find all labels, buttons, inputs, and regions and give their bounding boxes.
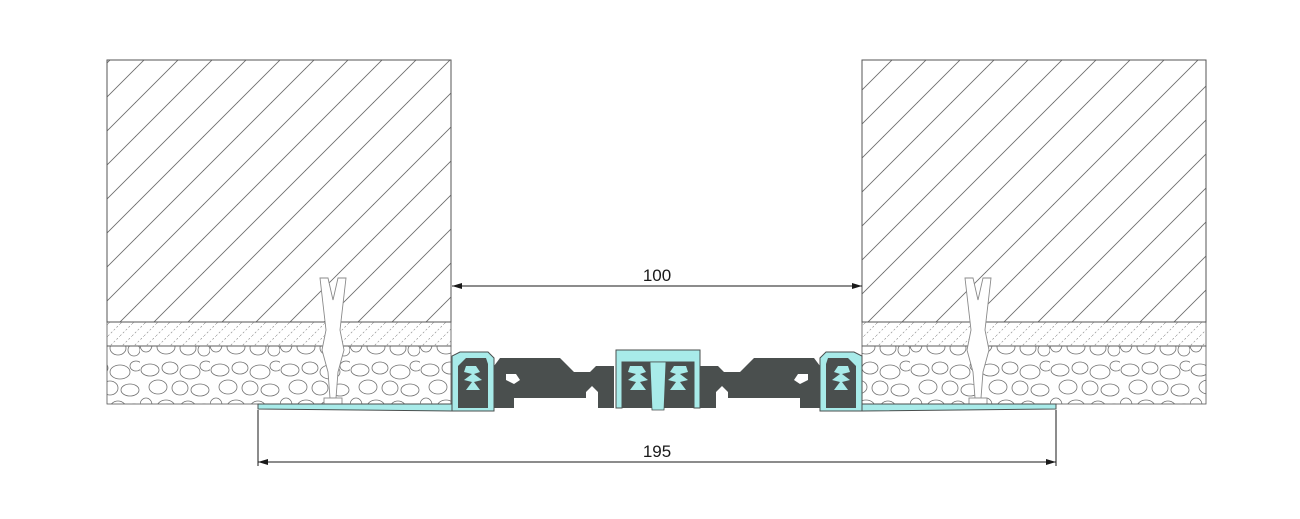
left-side-profile bbox=[451, 351, 495, 412]
right-base-flange bbox=[861, 403, 1057, 412]
right-rubber-insert bbox=[700, 358, 820, 408]
overall-dimension-label: 195 bbox=[643, 442, 671, 461]
overall-dimension bbox=[257, 410, 1057, 466]
gap-dimension bbox=[452, 283, 862, 289]
left-rubber-insert bbox=[494, 358, 614, 408]
right-side-profile bbox=[819, 351, 863, 412]
gap-dimension-label: 100 bbox=[643, 266, 671, 285]
left-anchor-bolt bbox=[319, 277, 347, 405]
left-concrete-slab bbox=[106, 59, 452, 405]
right-anchor-bolt bbox=[964, 277, 992, 405]
right-concrete-slab bbox=[861, 59, 1207, 405]
left-base-flange bbox=[257, 403, 453, 412]
center-profile bbox=[615, 349, 701, 411]
